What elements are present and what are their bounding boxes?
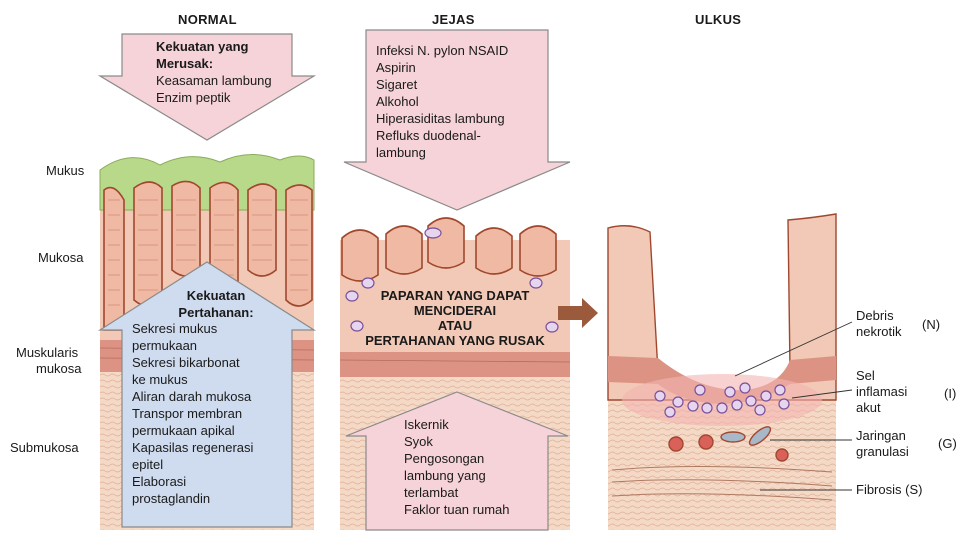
label-muskularis-mukosa: Muskularis mukosa <box>16 345 82 377</box>
jejas-injury-list: Infeksi N. pylon NSAID Aspirin Sigaret A… <box>376 42 546 161</box>
header-jejas: JEJAS <box>432 12 475 27</box>
annotation-debris: Debris nekrotik <box>856 308 902 340</box>
label-mukus: Mukus <box>46 163 84 179</box>
jejas-center-text: PAPARAN YANG DAPAT MENCIDERAI ATAU PERTA… <box>340 288 570 348</box>
jejas-defense-list: Iskernik Syok Pengosongan lambung yang t… <box>404 416 549 518</box>
jejas-muscularis <box>340 350 570 377</box>
normal-mucus <box>100 154 314 210</box>
annotation-sel: Sel inflamasi akut <box>856 368 907 416</box>
label-submukosa: Submukosa <box>10 440 79 456</box>
header-ulkus: ULKUS <box>695 12 741 27</box>
normal-defense-list: Sekresi mukus permukaan Sekresi bikarbon… <box>132 320 297 507</box>
normal-defense-title: Kekuatan Pertahanan: <box>170 287 262 321</box>
annotation-jaringan-code: (G) <box>938 436 957 452</box>
normal-damaging-text: Kekuatan yang Merusak: Keasaman lambung … <box>156 38 306 106</box>
annotation-debris-code: (N) <box>922 317 940 333</box>
ulkus-panel <box>608 214 836 530</box>
annotation-sel-code: (I) <box>944 386 956 402</box>
ulkus-inflamed-zone <box>622 374 822 426</box>
annotation-jaringan: Jaringan granulasi <box>856 428 909 460</box>
header-normal: NORMAL <box>178 12 237 27</box>
annotation-fibrosis: Fibrosis (S) <box>856 482 922 498</box>
label-mukosa: Mukosa <box>38 250 84 266</box>
